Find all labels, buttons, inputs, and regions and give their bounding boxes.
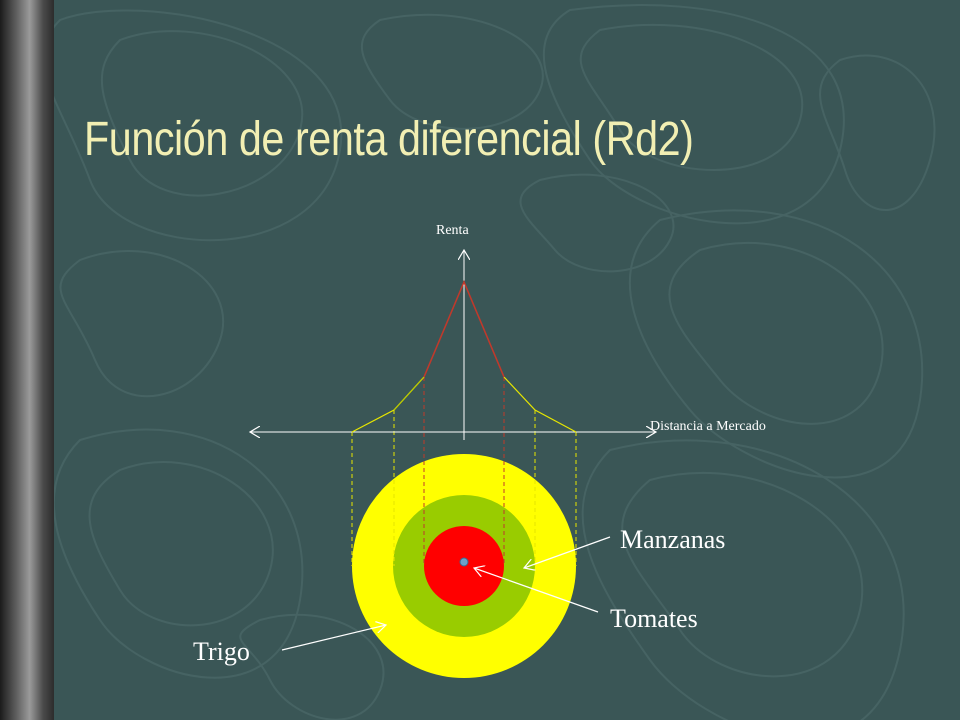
projection-lines	[351, 377, 577, 566]
market-center	[459, 557, 469, 567]
apple-label: Manzanas	[620, 525, 725, 554]
tomato-rent-curve	[423, 279, 505, 378]
tomato-leader-line	[474, 568, 599, 613]
tomato-label: Tomates	[610, 604, 698, 633]
wheat-rent-curve-right	[503, 376, 577, 433]
wheat-label: Trigo	[193, 637, 250, 666]
slide-title: Función de renta diferencial (Rd2)	[84, 113, 694, 166]
rent-axis-label: Renta	[436, 223, 469, 238]
apple-rent-curve	[393, 376, 425, 411]
left-decorative-strip	[0, 0, 54, 720]
apple-leader-line	[524, 536, 611, 568]
distance-axis-label: Distancia a Mercado	[650, 419, 766, 434]
wheat-rent-curve	[351, 376, 425, 433]
wheat-leader-line	[281, 625, 386, 651]
